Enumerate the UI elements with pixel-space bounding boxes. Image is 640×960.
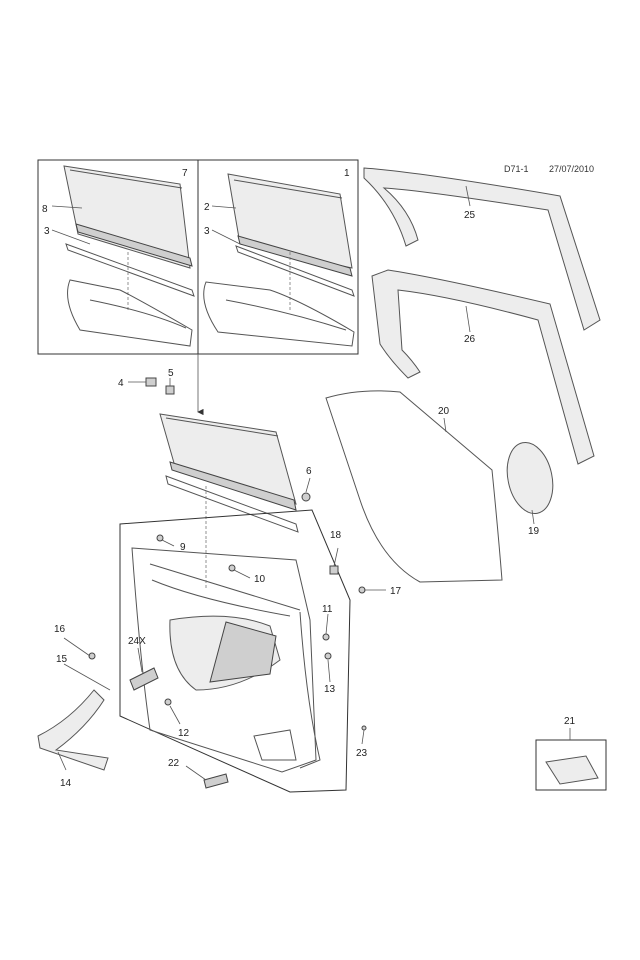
callout-18: 18 — [330, 530, 342, 541]
diagram-date: 27/07/2010 — [549, 164, 594, 174]
callout-13: 13 — [324, 684, 336, 695]
callout-25: 25 — [464, 210, 476, 221]
callout-23: 23 — [356, 748, 368, 759]
callout-14: 14 — [60, 778, 72, 789]
callout-10: 10 — [254, 574, 266, 585]
callout-19: 19 — [528, 526, 540, 537]
leader-lines — [51, 185, 571, 781]
door-trim-panel — [119, 509, 351, 793]
callout-21: 21 — [564, 716, 576, 727]
callout-15: 15 — [56, 654, 68, 665]
callout-6: 6 — [306, 466, 312, 477]
callout-3-right: 3 — [204, 226, 210, 237]
main-sunblind-assembly — [159, 413, 299, 540]
callout-2: 2 — [204, 202, 210, 213]
inset-left-sunblind — [63, 165, 195, 347]
callout-16: 16 — [54, 624, 66, 635]
water-shield-sheet — [325, 390, 503, 583]
fasteners — [88, 534, 367, 789]
callout-9: 9 — [180, 542, 186, 553]
callout-22: 22 — [168, 758, 180, 769]
callout-24x: 24X — [128, 636, 146, 647]
diagram-code: D71-1 — [504, 164, 529, 174]
callout-1: 1 — [344, 168, 350, 179]
callout-labels: 7 8 3 1 2 3 4 5 6 9 10 18 17 11 13 12 16… — [42, 168, 576, 789]
weatherstrip-upper — [363, 167, 601, 331]
callout-3-left: 3 — [44, 226, 50, 237]
weatherstrip-lower — [371, 269, 595, 465]
part-21-inset — [535, 739, 607, 791]
inset-right-sunblind — [203, 173, 355, 347]
callout-26: 26 — [464, 334, 476, 345]
callout-17: 17 — [390, 586, 402, 597]
callout-12: 12 — [178, 728, 190, 739]
callout-20: 20 — [438, 406, 450, 417]
callout-4: 4 — [118, 378, 124, 389]
speaker-seal — [506, 441, 554, 515]
callout-7: 7 — [182, 168, 188, 179]
callout-8: 8 — [42, 204, 48, 215]
callout-11: 11 — [322, 604, 333, 615]
handle-trim-piece — [37, 689, 109, 771]
callout-5: 5 — [168, 368, 174, 379]
